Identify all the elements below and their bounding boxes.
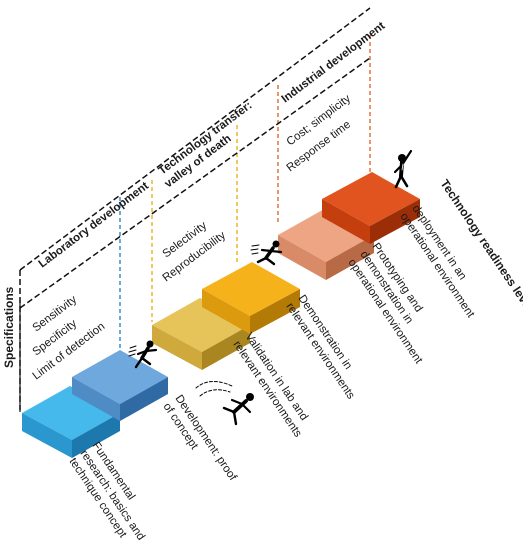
running-figure-icon — [250, 240, 283, 266]
step-3 — [152, 298, 250, 370]
step-1 — [22, 386, 120, 458]
step-5-right-face — [326, 235, 374, 280]
step-3-right-face — [202, 325, 250, 370]
step-1-left-face — [22, 413, 72, 458]
steps — [22, 172, 420, 458]
jumping-figure-icon — [128, 340, 158, 369]
step-3-top — [152, 298, 250, 352]
step-6-left-face — [322, 199, 370, 244]
step-2 — [72, 350, 168, 421]
specifications-axis-label: Specifications — [2, 286, 16, 368]
step-4-right-face — [250, 289, 300, 334]
frame-top-dashed — [19, 7, 371, 271]
step-2-left-face — [72, 377, 120, 421]
falling-figure-icon — [195, 381, 254, 426]
step-6-right-face — [370, 199, 420, 244]
step-1-top — [22, 386, 120, 440]
guide-lines — [119, 35, 371, 363]
phase-transfer-label-1: Technology transfer: — [157, 99, 255, 177]
step-3-left-face — [152, 325, 202, 370]
step-5-left-face — [278, 235, 326, 280]
step-2-right-face — [120, 377, 168, 421]
step-4-top — [202, 262, 300, 316]
spec-frame — [19, 7, 371, 412]
phase-laboratory-label: Laboratory development — [37, 180, 152, 270]
step-4-left-face — [202, 289, 250, 334]
victory-figure-icon — [393, 149, 413, 189]
step-1-right-face — [72, 413, 120, 458]
figures — [128, 149, 413, 426]
step-4 — [202, 262, 300, 334]
